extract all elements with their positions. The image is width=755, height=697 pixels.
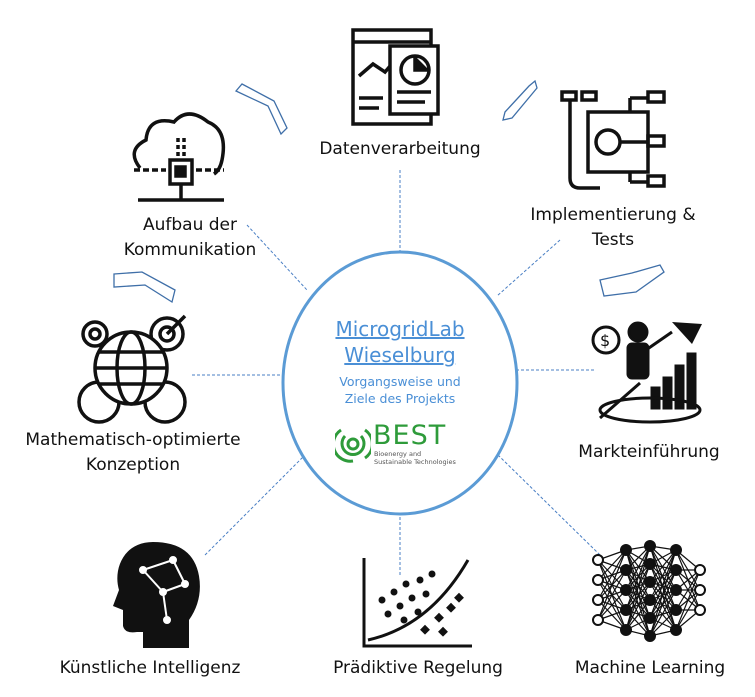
neural-network-icon	[592, 540, 706, 642]
neuron-node	[644, 540, 656, 552]
chevron-arrow-3	[599, 264, 665, 297]
neuron-node	[620, 544, 632, 556]
neuron-node	[670, 604, 682, 616]
label-markteinfuehrung: Markteinführung	[578, 442, 720, 462]
center-title-line2[interactable]: Wieselburg	[344, 343, 456, 367]
connector-machine-learning	[497, 454, 601, 556]
label-praediktive-regelung: Prädiktive Regelung	[333, 658, 503, 678]
ai-head-icon	[113, 542, 200, 648]
neuron-node	[644, 594, 656, 606]
center-subtitle-line2: Ziele des Projekts	[344, 391, 456, 406]
neuron-node	[694, 584, 706, 596]
neuron-node	[592, 554, 604, 566]
neuron-node	[670, 544, 682, 556]
data-analysis-icon	[351, 28, 440, 126]
label-line: Mathematisch-optimierte	[25, 430, 241, 450]
best-logo-word: BEST	[373, 420, 447, 451]
label-kommunikation: Aufbau der Kommunikation	[124, 213, 257, 263]
neuron-node	[592, 594, 604, 606]
label-line: Aufbau der	[142, 215, 237, 235]
label-kuenstliche-intelligenz: Künstliche Intelligenz	[59, 658, 241, 678]
label-line: Kommunikation	[123, 240, 257, 260]
label-line: Tests	[591, 230, 635, 250]
chevron-arrow-2	[502, 79, 538, 121]
chevrons	[113, 79, 665, 304]
cloud-chip-icon	[132, 112, 226, 202]
neuron-node	[644, 612, 656, 624]
label-datenverarbeitung: Datenverarbeitung	[319, 139, 481, 159]
scatter-plot-icon	[362, 558, 472, 648]
connector-implementierung	[496, 239, 561, 297]
neuron-node	[644, 558, 656, 570]
neuron-node	[620, 564, 632, 576]
neuron-node	[670, 584, 682, 596]
neuron-node	[670, 564, 682, 576]
neuron-node	[620, 584, 632, 596]
center-subtitle-line1: Vorgangsweise und	[339, 374, 461, 389]
neuron-node	[592, 614, 604, 626]
chevron-arrow-1	[234, 83, 288, 136]
neuron-node	[694, 564, 706, 576]
globe-gear-icon	[77, 314, 187, 424]
best-logo-subtitle: Bioenergy and Sustainable Technologies	[374, 450, 456, 466]
label-implementierung: Implementierung & Tests	[530, 203, 695, 253]
neuron-node	[670, 624, 682, 636]
label-mathematisch: Mathematisch-optimierte Konzeption	[25, 428, 240, 478]
neuron-node	[620, 624, 632, 636]
neuron-node	[620, 604, 632, 616]
connector-ki	[204, 454, 306, 556]
neuron-node	[694, 604, 706, 616]
best-logo-mark-icon	[335, 428, 371, 463]
logo-sub-line: Bioenergy and	[374, 450, 422, 458]
label-machine-learning: Machine Learning	[574, 658, 726, 678]
neuron-node	[644, 576, 656, 588]
chevron-arrow-4	[113, 271, 176, 304]
label-line: Konzeption	[85, 455, 181, 475]
business-growth-icon: $	[591, 321, 702, 424]
neuron-node	[592, 574, 604, 586]
center-title-line1[interactable]: MicrogridLab	[335, 317, 465, 341]
label-line: Implementierung &	[530, 205, 696, 225]
flowchart-icon	[560, 90, 666, 190]
best-logo: BEST Bioenergy and Sustainable Technolog…	[335, 422, 470, 472]
logo-sub-line: Sustainable Technologies	[374, 458, 456, 466]
svg-text:$: $	[600, 331, 610, 350]
neuron-node	[644, 630, 656, 642]
